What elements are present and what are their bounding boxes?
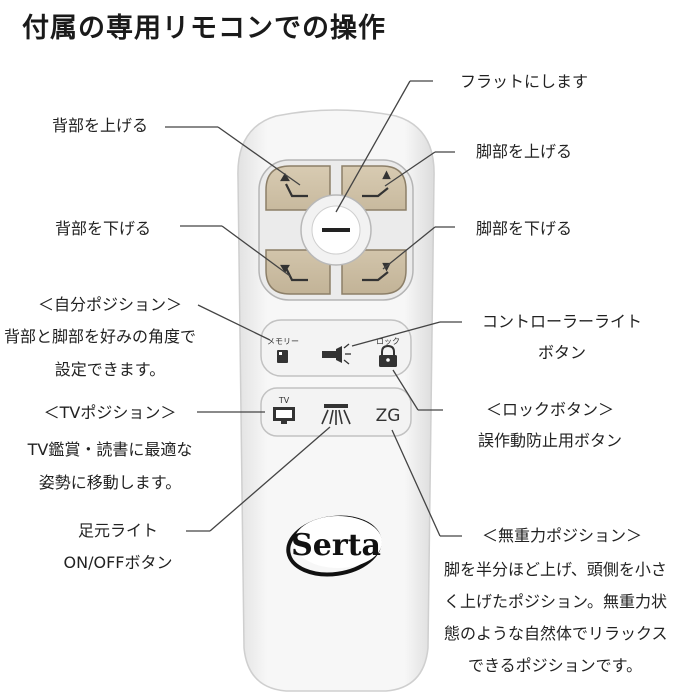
- label-lock-desc: 誤作動防止用ボタン: [477, 431, 622, 450]
- flat-button-icon: [322, 228, 350, 232]
- memory-button[interactable]: メモリー: [267, 337, 299, 363]
- brand-logo-text: Serta: [291, 528, 381, 563]
- label-zg-desc-2: く上げたポジション。無重力状: [444, 592, 668, 611]
- remote-control: メモリー ロック TV: [237, 109, 435, 692]
- lock-label: ロック: [376, 337, 400, 346]
- label-foot-desc: ON/OFFボタン: [63, 553, 173, 572]
- foot-light-button[interactable]: [321, 404, 351, 425]
- serta-logo: Serta: [286, 515, 382, 577]
- lock-icon: [379, 344, 397, 367]
- light-button[interactable]: [322, 343, 351, 365]
- label-leg-up: 脚部を上げる: [476, 142, 573, 161]
- memory-label: メモリー: [267, 337, 299, 346]
- back-down-icon: [280, 264, 308, 282]
- light-icon: [322, 343, 351, 365]
- label-tv-title: ＜TVポジション＞: [43, 403, 177, 422]
- flat-button[interactable]: [300, 194, 372, 266]
- label-tv-desc-1: TV鑑賞・読書に最適な: [27, 440, 193, 459]
- leg-up-icon: [362, 170, 391, 198]
- label-foot-title: 足元ライト: [77, 521, 158, 540]
- label-back-down: 背部を下げる: [55, 219, 152, 238]
- tv-icon: [273, 407, 295, 424]
- label-memory-desc-2: 設定できます。: [54, 360, 166, 379]
- label-lock-title: ＜ロックボタン＞: [485, 400, 614, 419]
- label-zg-desc-1: 脚を半分ほど上げ、頭側を小さ: [444, 560, 667, 579]
- foot-light-icon: [321, 404, 351, 425]
- label-flat: フラットにします: [460, 72, 589, 91]
- label-light-desc: ボタン: [537, 343, 586, 362]
- zg-label: ZG: [376, 406, 401, 426]
- label-light-title: コントローラーライト: [481, 312, 642, 331]
- zg-button[interactable]: ZG: [376, 406, 401, 426]
- label-zg-desc-4: できるポジションです。: [468, 656, 643, 675]
- label-zg-desc-3: 態のような自然体でリラックス: [444, 624, 668, 643]
- page-title: 付属の専用リモコンでの操作: [22, 13, 386, 44]
- back-up-icon: [280, 172, 308, 198]
- label-tv-desc-2: 姿勢に移動します。: [38, 473, 182, 492]
- label-memory-title: ＜自分ポジション＞: [37, 295, 182, 314]
- tv-label: TV: [278, 396, 290, 405]
- lock-button[interactable]: ロック: [376, 337, 400, 367]
- label-memory-desc-1: 背部と脚部を好みの角度で: [4, 327, 197, 346]
- tv-button[interactable]: TV: [273, 396, 295, 424]
- label-leg-down: 脚部を下げる: [476, 219, 573, 238]
- label-zg-title: ＜無重力ポジション＞: [481, 526, 642, 545]
- label-back-up: 背部を上げる: [52, 116, 149, 135]
